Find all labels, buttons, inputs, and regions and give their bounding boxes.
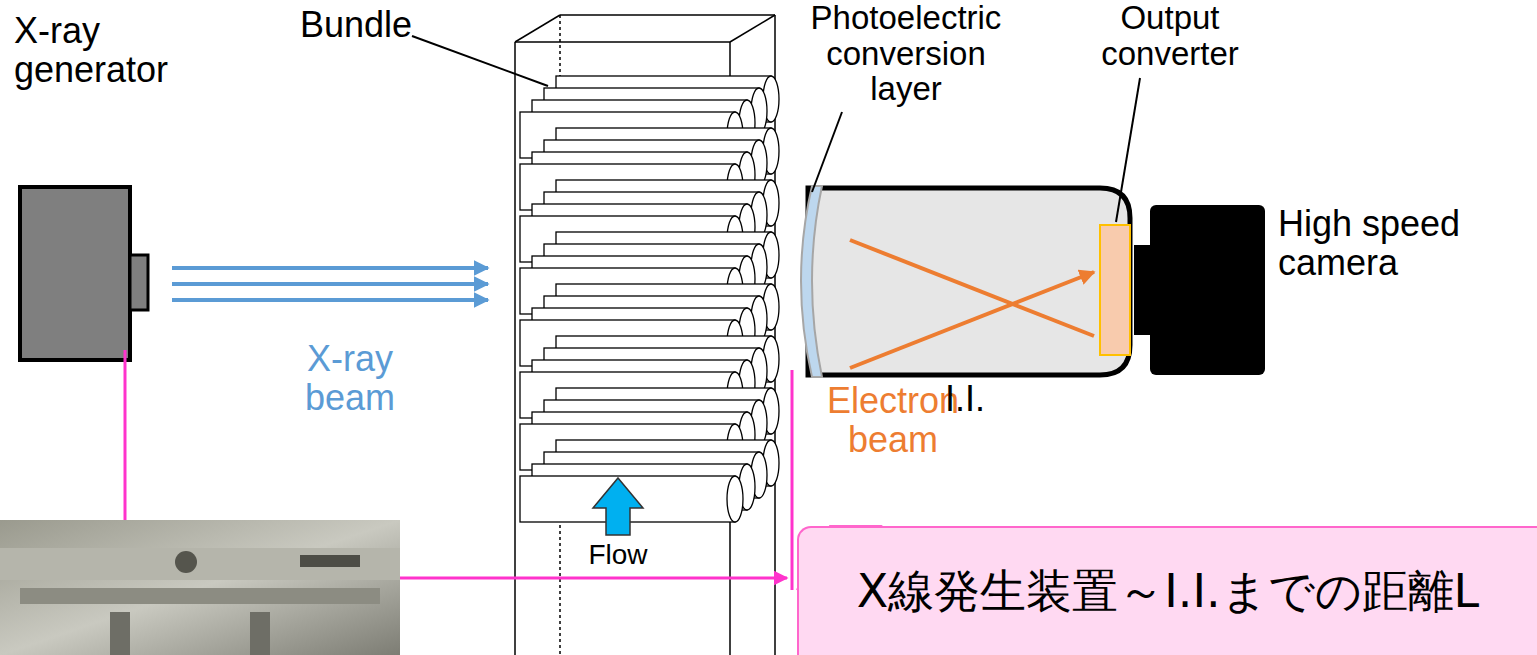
bundle-channel (515, 15, 775, 655)
image-intensifier (801, 186, 1130, 377)
part-label: I.I. (945, 380, 1025, 419)
part-label: X-ray generator (14, 12, 214, 90)
xray-beam (172, 268, 488, 300)
callout-text: X線発生装置～I.I.までの距離L (857, 561, 1480, 623)
beam-label: X-ray beam (270, 340, 430, 418)
part-label: Output converter (1085, 0, 1255, 71)
xray-generator (20, 187, 148, 360)
leader-line (1116, 78, 1140, 222)
callout-box: X線発生装置～I.I.までの距離L (797, 526, 1537, 655)
flow-label: Flow (578, 540, 658, 570)
rod-bundle (520, 76, 779, 522)
part-label: Photoelectric conversion layer (790, 0, 1022, 107)
photo-inset (0, 520, 400, 655)
leader-line (412, 36, 548, 86)
part-label: Bundle (300, 6, 440, 45)
leader-line (812, 112, 842, 192)
part-label: High speed camera (1278, 205, 1528, 283)
flow-arrow (593, 478, 643, 535)
high-speed-camera (1134, 205, 1265, 375)
